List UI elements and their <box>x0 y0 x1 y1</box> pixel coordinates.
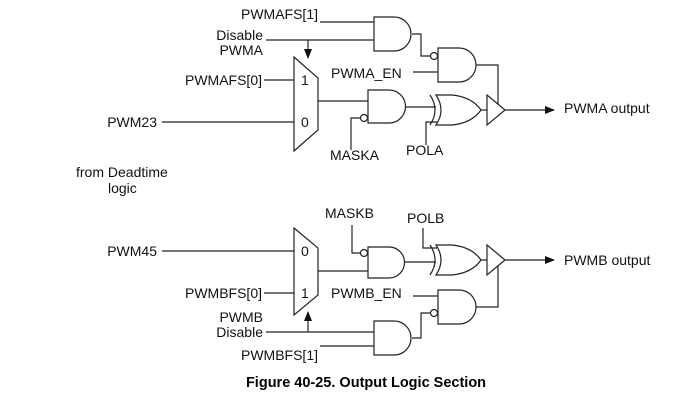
and-gate-disable-b <box>373 320 412 356</box>
mux-b <box>293 226 319 317</box>
pola-label: POLA <box>406 142 444 158</box>
and-gate-enable-b <box>437 289 477 325</box>
mux-b-pin-1: 1 <box>301 285 309 301</box>
wire-enable-b <box>476 266 499 308</box>
pwmb-disable-label-2: Disable <box>216 324 263 340</box>
inverter-bubble-a1 <box>429 51 439 61</box>
and-gate-disable-a <box>373 16 412 52</box>
mux-a <box>293 55 319 153</box>
pwm45-label: PWM45 <box>107 243 157 259</box>
maska-label: MASKA <box>330 147 380 163</box>
buffer-b <box>486 243 506 277</box>
mux-a-pin-1: 1 <box>301 72 309 88</box>
pwma-en-label: PWMA_EN <box>331 65 402 81</box>
polb-label: POLB <box>407 210 444 226</box>
xor-b-back <box>429 244 436 276</box>
figure-caption: Figure 40-25. Output Logic Section <box>246 375 486 391</box>
disable-pwma-label-2: PWMA <box>219 42 263 58</box>
pwm23-label: PWM23 <box>107 114 157 130</box>
wire-and1-a-out <box>412 33 430 57</box>
wire-maskb <box>351 225 360 254</box>
xor-a-back <box>429 94 436 126</box>
pwmb-output-label: PWMB output <box>564 252 650 268</box>
and-gate-mask-b <box>367 246 406 279</box>
inverter-bubble-maska <box>359 113 369 123</box>
mux-b-pin-0: 0 <box>301 243 309 259</box>
wire-enable-a <box>476 64 499 104</box>
pwmb-disable-label-1: PWMB <box>219 309 263 325</box>
and-gate-enable-a <box>437 47 477 83</box>
inverter-bubble-maskb <box>359 248 369 258</box>
buffer-a <box>486 93 506 127</box>
deadtime-note-2: logic <box>108 180 137 196</box>
xor-gate-b <box>434 244 482 276</box>
channel-a: PWMAFS[1] Disable PWMA PWMAFS[0] PWM23 P… <box>107 6 650 163</box>
pwmbfs1-label: PWMBFS[1] <box>241 347 318 363</box>
and-gate-mask-a <box>367 89 407 124</box>
pwma-output-label: PWMA output <box>564 100 650 116</box>
channel-b: MASKB POLB PWM45 PWMBFS[0] PWMB_EN PWMB … <box>107 205 650 363</box>
maskb-label: MASKB <box>325 205 374 221</box>
disable-pwma-label-1: Disable <box>216 27 263 43</box>
deadtime-note-1: from Deadtime <box>76 164 168 180</box>
wire-and1-b-out <box>412 312 430 339</box>
wire-pola <box>425 121 437 145</box>
pwmafs1-label: PWMAFS[1] <box>241 6 318 22</box>
wire-maska <box>350 117 360 150</box>
pwmafs0-label: PWMAFS[0] <box>185 72 262 88</box>
inverter-bubble-b1 <box>429 308 439 318</box>
mux-a-pin-0: 0 <box>301 114 309 130</box>
xor-gate-a <box>434 94 482 126</box>
pwmb-en-label: PWMB_EN <box>331 285 402 301</box>
pwmbfs0-label: PWMBFS[0] <box>185 285 262 301</box>
